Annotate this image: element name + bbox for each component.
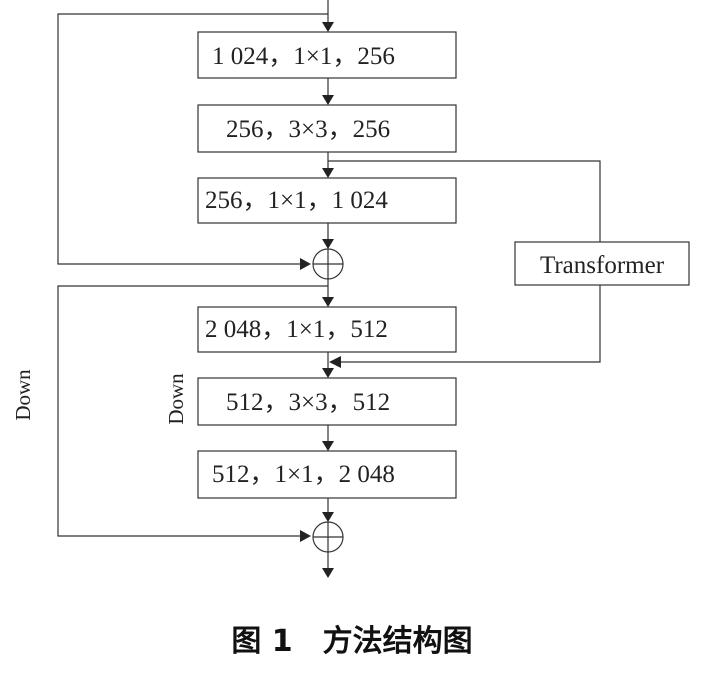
sum-node-top [312,248,344,280]
conv-block-5: 512，3×3，512 [197,377,457,426]
down-label-outer: Down [11,369,35,421]
conv-block-1-label: 1 024，1×1，256 [212,43,395,70]
skip-connection-bottom [57,285,328,542]
conv-block-3-label: 256，1×1，1 024 [205,187,388,214]
conv-block-6-label: 512，1×1，2 048 [212,461,395,488]
down-label-inner: Down [164,373,188,425]
skip-connection-top [57,13,328,270]
conv-block-1: 1 024，1×1，256 [197,31,457,79]
transformer-box: Transformer [514,241,690,286]
sum-node-bottom [312,521,344,553]
main-flow-arrowheads [322,22,334,578]
conv-block-4-label: 2 048，1×1，512 [205,316,388,343]
conv-block-6: 512，1×1，2 048 [197,450,457,499]
conv-block-3: 256，1×1，1 024 [197,177,457,224]
conv-block-4: 2 048，1×1，512 [197,306,457,353]
conv-block-5-label: 512，3×3，512 [226,389,390,416]
figure-caption: 图 1 方法结构图 [231,624,472,659]
conv-block-2: 256，3×3，256 [197,104,457,153]
transformer-branch [328,160,601,368]
transformer-label: Transformer [540,252,665,279]
conv-block-2-label: 256，3×3，256 [226,116,390,143]
